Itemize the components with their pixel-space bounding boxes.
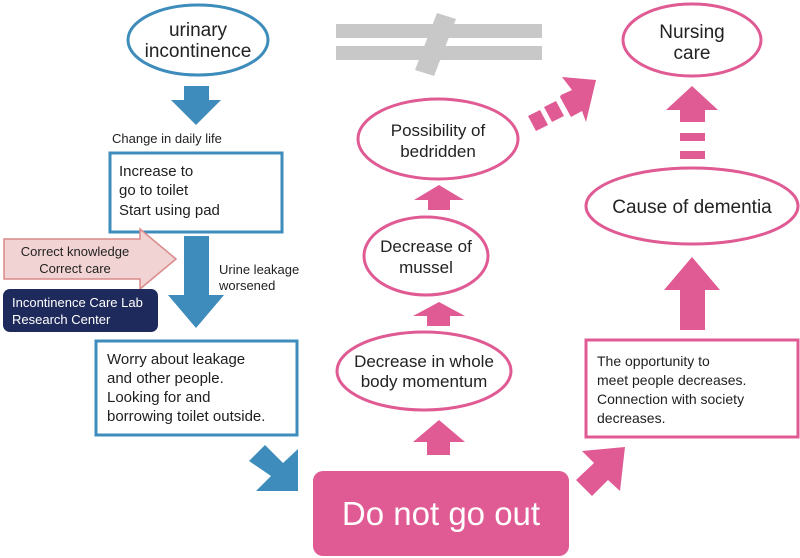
arrow-up-icon [413,420,465,455]
box-text: The opportunity to [597,353,710,369]
urine-leakage-label: Urine leakage [219,262,299,277]
box-text: Increase to [119,163,193,180]
node-text: bedridden [400,142,476,161]
box-increase-toilet: Increase to go to toilet Start using pad [108,151,284,234]
node-text: body momentum [361,372,488,391]
node-possibility-bedridden: Possibility of bedridden [356,97,520,181]
node-whole-body-momentum: Decrease in whole body momentum [335,330,513,412]
node-text: Nursing [659,22,724,43]
node-do-not-go-out: Do not go out [313,471,569,556]
box-opportunity-decreases: The opportunity to meet people decreases… [584,338,800,439]
arrow-up-icon [414,185,464,210]
not-equal-icon [336,13,542,76]
do-not-go-out-text: Do not go out [342,495,540,532]
arrow-down-icon [168,236,224,328]
box-text: Start using pad [119,202,220,219]
node-text: Cause of dementia [612,197,772,218]
correct-care-text: Correct care [39,261,111,276]
box-text: meet people decreases. [597,372,746,388]
correct-knowledge-text: Correct knowledge [21,244,129,259]
change-in-daily-life-label: Change in daily life [112,131,222,146]
box-text: Connection with society [597,391,744,407]
node-text: Decrease of [380,237,472,256]
node-text: mussel [399,258,453,277]
node-nursing-care: Nursing care [621,2,763,78]
urine-leakage-label: worsened [218,278,275,293]
arrow-diagonal-icon [576,447,625,496]
box-text: decreases. [597,410,665,426]
research-center-badge: Incontinence Care Lab Research Center [3,289,158,332]
arrow-up-icon [413,302,465,326]
node-cause-dementia: Cause of dementia [584,166,800,246]
arrow-down-icon [171,86,221,125]
arrow-up-icon [664,257,720,330]
correct-knowledge-arrow: Correct knowledge Correct care [3,227,178,291]
node-text: urinary [169,20,228,41]
box-text: Looking for and [107,389,210,406]
dashed-arrow-icon [528,77,596,131]
node-urinary-incontinence: urinary incontinence [126,3,270,77]
dashed-arrow-up-icon [666,86,718,159]
box-text: Worry about leakage [107,351,245,368]
node-text: care [674,43,711,64]
research-center-text: Incontinence Care Lab [12,295,143,310]
arrow-diagonal-icon [249,445,298,491]
box-worry-leakage: Worry about leakage and other people. Lo… [94,339,299,437]
node-decrease-mussel: Decrease of mussel [362,215,490,297]
box-text: and other people. [107,370,224,387]
node-text: Decrease in whole [354,352,494,371]
box-text: go to toilet [119,182,189,199]
research-center-text: Research Center [12,312,111,327]
node-text: incontinence [145,41,252,62]
node-text: Possibility of [391,121,486,140]
box-text: borrowing toilet outside. [107,408,265,425]
